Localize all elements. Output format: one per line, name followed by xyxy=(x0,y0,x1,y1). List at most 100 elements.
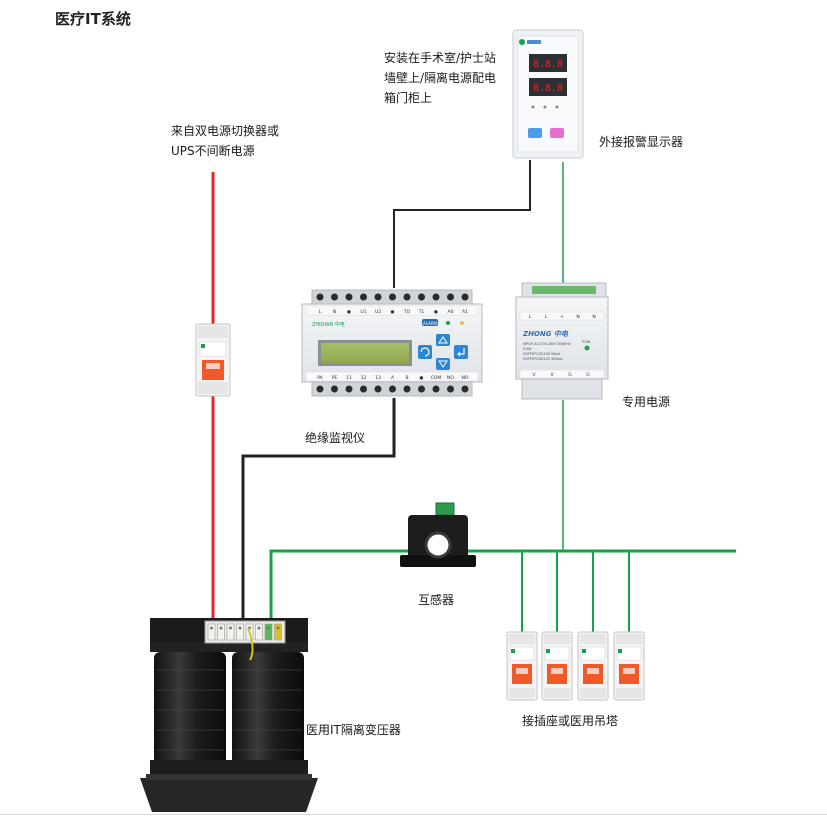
monitor-top-terminal-label: T1 xyxy=(418,309,425,315)
svg-text:8.8.8: 8.8.8 xyxy=(533,83,563,94)
monitor-top-terminal-label: U2 xyxy=(375,309,381,315)
power-bottom-terminal-label: V xyxy=(550,372,554,378)
monitor-top-screw xyxy=(432,293,440,301)
transformer-terminal xyxy=(207,623,216,641)
black-signal-wire-display xyxy=(393,160,531,288)
power-top-terminal-label: N xyxy=(576,314,579,320)
transformer-terminal-screw xyxy=(210,626,213,630)
power-top-terminal-label: N xyxy=(592,314,595,320)
outlet-breaker-logo xyxy=(582,649,586,653)
outlet-breaker-logo xyxy=(546,649,550,653)
monitor-top-terminal-label: N xyxy=(333,309,336,315)
monitor-bottom-screw xyxy=(403,385,411,393)
power-bottom-terminal-label: G xyxy=(586,372,590,378)
monitor-bottom-terminal-label: PE xyxy=(332,375,338,381)
outlet-breaker-bottom xyxy=(544,688,570,698)
svg-text:8.8.8: 8.8.8 xyxy=(533,59,563,70)
monitor-bottom-screw xyxy=(331,385,338,393)
transformer-terminal-screw xyxy=(219,626,223,630)
outlet-breaker xyxy=(541,631,573,701)
insulation-monitor-label: 绝缘监视仪 xyxy=(305,431,366,445)
monitor-top-screw xyxy=(331,293,338,301)
power-top-terminal-label: + xyxy=(560,314,564,320)
outlet-breaker-top xyxy=(544,634,570,644)
monitor-bottom-terminal-label: 13 xyxy=(375,375,381,381)
isolation-transformer-label: 医用IT隔离变压器 xyxy=(306,723,401,737)
monitor-bottom-terminal-label: B xyxy=(405,375,408,381)
outlet-breaker xyxy=(577,631,609,701)
outlet-breaker-top xyxy=(616,634,642,644)
monitor-top-screw xyxy=(345,293,353,301)
transformer-terminal-screw xyxy=(267,626,270,630)
outlet-breaker-label-area xyxy=(509,646,535,661)
power-top-terminal-label: L xyxy=(529,314,532,320)
green-bus-line xyxy=(269,549,736,618)
monitor-bottom-terminal-label: NO xyxy=(462,375,469,381)
monitor-bottom-terminal-label: A xyxy=(391,375,395,381)
outlet-breaker-logo xyxy=(511,649,515,653)
transformer-terminal xyxy=(217,623,225,641)
power-spec-line: OUTPUT1:DC24V 50mA xyxy=(523,352,561,356)
transformer-terminal-screw xyxy=(257,626,261,630)
outlet-breaker-toggle-highlight xyxy=(587,668,599,674)
install-note-line-1: 安装在手术室/护士站 xyxy=(384,51,497,65)
monitor-bottom-terminal-label: 11 xyxy=(346,375,352,381)
monitor-top-terminal-label: L xyxy=(319,309,322,315)
outlet-breaker-label-area xyxy=(580,646,606,661)
outlet-breaker-toggle-highlight xyxy=(551,668,563,674)
monitor-bottom-terminal-label: NO xyxy=(447,375,454,381)
monitor-bottom-screw xyxy=(461,385,469,393)
current-transformer-label: 互感器 xyxy=(418,593,455,607)
monitor-bottom-terminal-label: 12 xyxy=(361,375,367,381)
monitor-bottom-screw xyxy=(418,385,425,393)
power-bottom-terminal-label: G xyxy=(568,372,572,378)
monitor-top-terminal-label: ● xyxy=(391,310,395,315)
monitor-bottom-screw xyxy=(447,385,454,393)
power-supply-label: 专用电源 xyxy=(622,395,671,409)
monitor-top-screw xyxy=(461,293,469,301)
monitor-bottom-terminal-label: PA xyxy=(317,375,323,381)
insulation-monitor-device: ZHIDIAN 中电 ALARM xyxy=(301,289,483,397)
power-bottom-terminal-label: V xyxy=(532,372,536,378)
monitor-top-screw xyxy=(389,293,396,301)
monitor-top-screw xyxy=(403,293,411,301)
monitor-bottom-screw xyxy=(374,385,382,393)
outlets-label: 接插座或医用吊塔 xyxy=(522,714,619,728)
power-brand-text: ZHONG 中电 xyxy=(522,329,569,338)
monitor-top-screw xyxy=(447,293,454,301)
monitor-bottom-terminal-label: COM xyxy=(431,375,442,381)
monitor-bottom-screw xyxy=(389,385,396,393)
bottom-divider xyxy=(0,814,827,815)
install-location-note: 安装在手术室/护士站 墙壁上/隔离电源配电 箱门柜上 xyxy=(384,48,496,108)
transformer-terminal xyxy=(264,623,273,641)
transformer-terminal-screw xyxy=(229,626,232,630)
install-note-line-3: 箱门柜上 xyxy=(384,91,433,105)
monitor-brand-text: ZHIDIAN 中电 xyxy=(312,321,345,328)
monitor-top-terminal-label: ● xyxy=(347,310,351,315)
monitor-top-screw xyxy=(316,293,324,301)
power-source-note: 来自双电源切换器或 UPS不间断电源 xyxy=(171,121,279,161)
power-spec-line: 0.5W xyxy=(523,347,532,351)
outlet-breaker-logo xyxy=(618,649,622,653)
outlet-breaker-bottom xyxy=(580,688,606,698)
outlet-breaker-toggle-highlight xyxy=(516,668,528,674)
alarm-display-device: 8.8.8 8.8.8 xyxy=(512,29,584,159)
outlet-breaker-bottom xyxy=(509,688,535,698)
monitor-alarm-tag: ALARM xyxy=(423,321,438,326)
outlet-breaker-group xyxy=(506,631,645,701)
monitor-top-terminal-label: A0 xyxy=(448,309,454,315)
current-transformer-device xyxy=(400,502,476,567)
monitor-top-terminal-label: ● xyxy=(434,310,438,315)
power-spec-line: INPUT: AC170V-265V 50/60Hz xyxy=(523,342,571,346)
outlet-breaker xyxy=(506,631,538,701)
power-spec-line: OUTPUT2:DC12V 300mA xyxy=(523,357,563,361)
monitor-top-terminal-label: A1 xyxy=(462,309,468,315)
outlet-breaker-bottom xyxy=(616,688,642,698)
transformer-terminal xyxy=(274,623,282,641)
